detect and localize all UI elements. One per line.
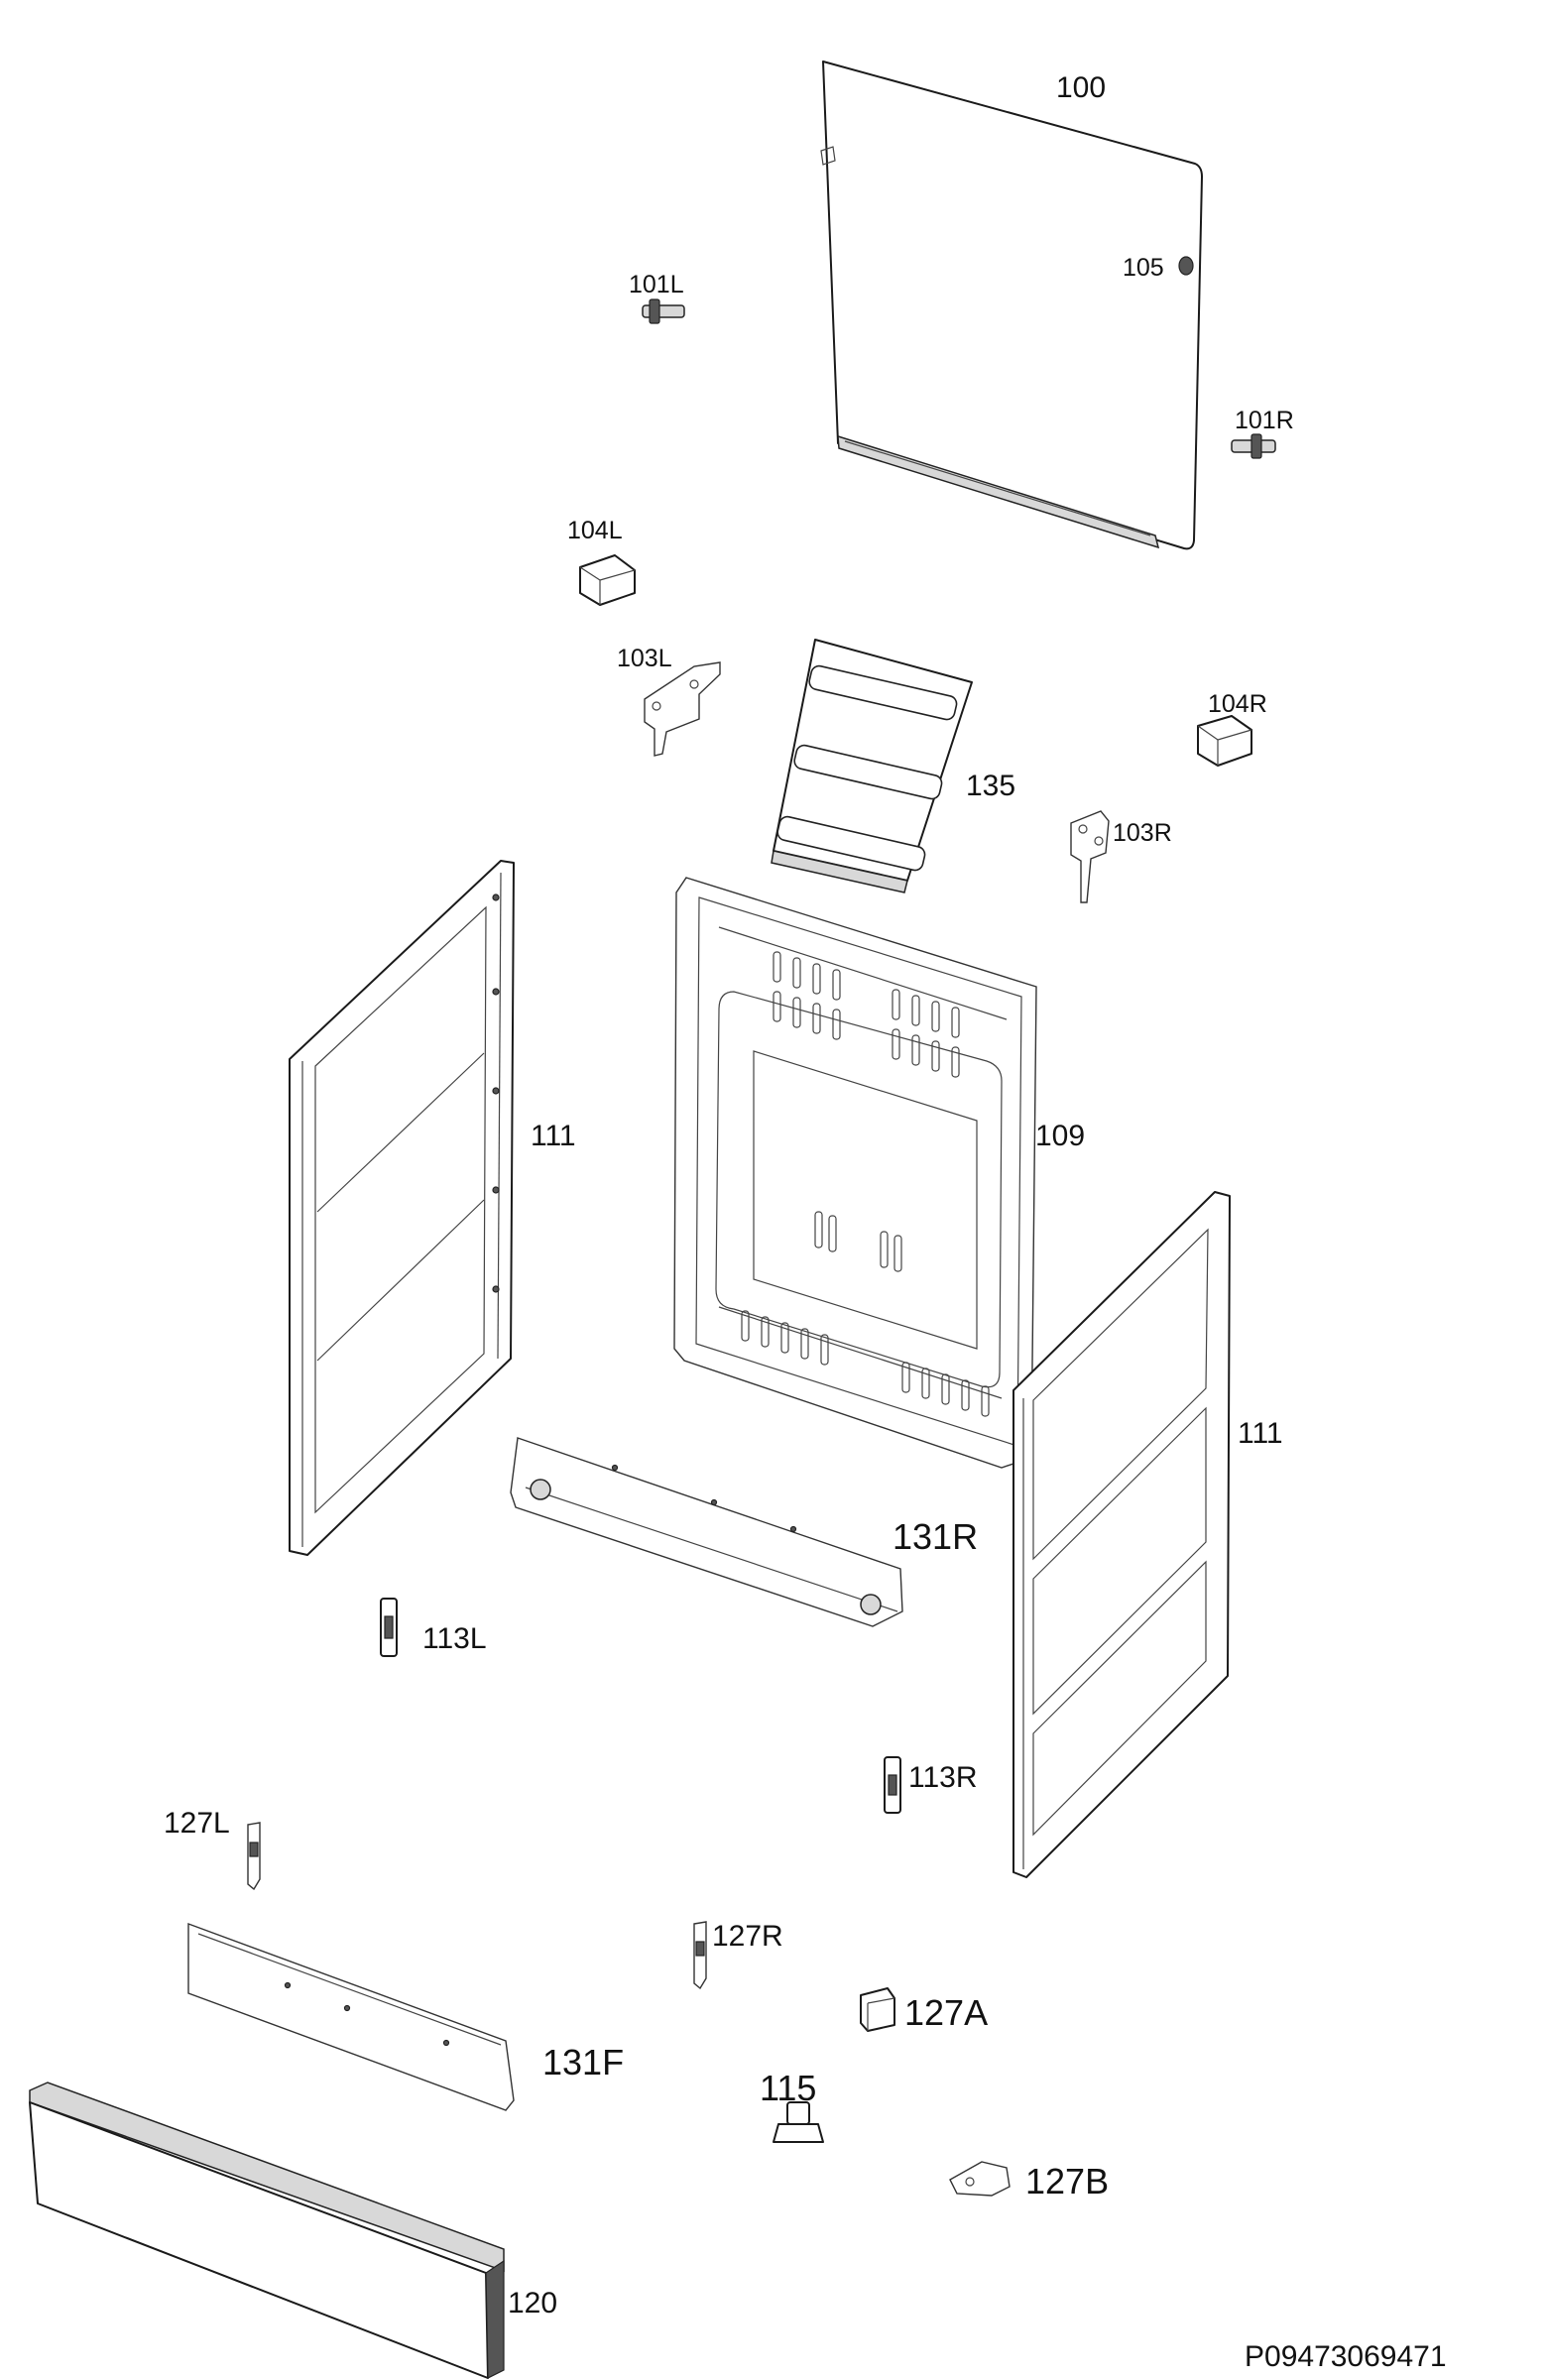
part-113L-latch[interactable] bbox=[380, 1598, 398, 1657]
cavity-vent-slots bbox=[741, 951, 990, 1417]
part-109-cavity-back[interactable] bbox=[673, 877, 1037, 1469]
label-103L: 103L bbox=[617, 645, 672, 672]
part-127L-clip[interactable] bbox=[247, 1822, 261, 1891]
part-111-right-side-panel[interactable] bbox=[1012, 1191, 1231, 1878]
part-111-left-side-panel[interactable] bbox=[289, 860, 515, 1556]
part-101L-screw[interactable] bbox=[642, 298, 685, 324]
part-131R-rear-rail[interactable] bbox=[510, 1437, 903, 1627]
label-104R: 104R bbox=[1208, 690, 1267, 718]
label-135: 135 bbox=[966, 770, 1015, 802]
part-135-vent-duct[interactable] bbox=[771, 639, 973, 893]
label-113R: 113R bbox=[908, 1761, 978, 1794]
label-101R: 101R bbox=[1235, 407, 1294, 434]
part-104R-block[interactable] bbox=[1197, 715, 1252, 767]
part-101R-screw[interactable] bbox=[1231, 433, 1276, 459]
part-115-foot[interactable] bbox=[773, 2101, 824, 2143]
label-113L: 113L bbox=[422, 1622, 487, 1655]
label-101L: 101L bbox=[629, 271, 684, 298]
label-103R: 103R bbox=[1113, 819, 1172, 847]
part-100-back-panel[interactable] bbox=[820, 60, 1203, 550]
part-103R-bracket[interactable] bbox=[1070, 810, 1110, 903]
label-111-left: 111 bbox=[531, 1120, 576, 1152]
label-131R: 131R bbox=[893, 1516, 978, 1557]
label-111-right: 111 bbox=[1238, 1417, 1283, 1450]
label-127R: 127R bbox=[712, 1920, 783, 1953]
label-115: 115 bbox=[760, 2068, 816, 2108]
label-127B: 127B bbox=[1025, 2161, 1109, 2202]
part-104L-block[interactable] bbox=[579, 554, 636, 606]
part-120-kick-panel[interactable] bbox=[29, 2082, 505, 2379]
label-127A: 127A bbox=[904, 1992, 988, 2033]
label-100: 100 bbox=[1056, 71, 1106, 104]
part-113R-latch[interactable] bbox=[884, 1756, 901, 1814]
label-131F: 131F bbox=[542, 2042, 624, 2082]
part-131F-front-rail[interactable] bbox=[187, 1922, 515, 2111]
label-109: 109 bbox=[1035, 1120, 1085, 1152]
label-104L: 104L bbox=[567, 517, 623, 544]
part-103L-bracket[interactable] bbox=[644, 661, 721, 757]
label-120: 120 bbox=[508, 2287, 557, 2320]
part-127B-bracket[interactable] bbox=[949, 2161, 1011, 2197]
part-127A-block[interactable] bbox=[860, 1987, 895, 2032]
label-127L: 127L bbox=[164, 1807, 230, 1840]
part-127R-clip[interactable] bbox=[693, 1921, 707, 1990]
label-105: 105 bbox=[1123, 254, 1164, 282]
drawing-number: P09473069471 bbox=[1245, 2340, 1447, 2373]
